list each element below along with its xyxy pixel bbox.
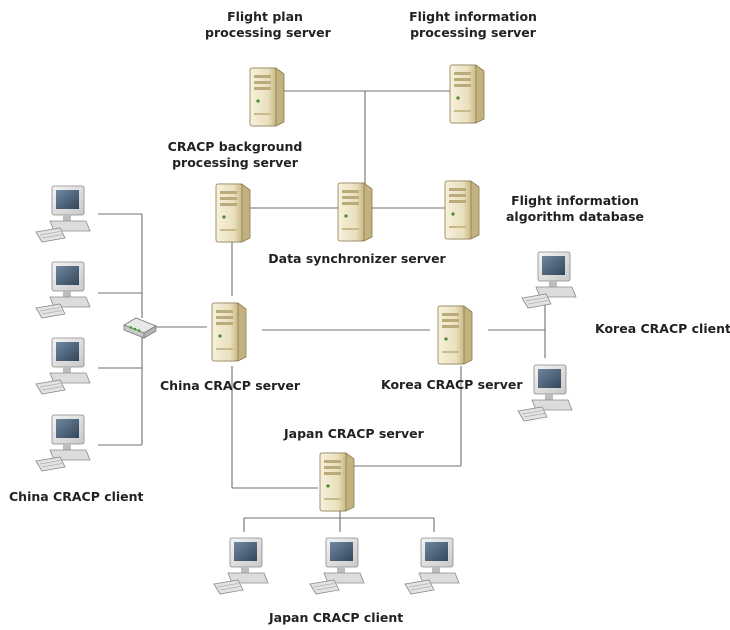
japan-server-label: Japan CRACP server xyxy=(284,426,424,441)
desktop-computer-icon xyxy=(309,537,365,595)
server-tower-icon xyxy=(337,182,373,242)
desktop-computer-icon xyxy=(35,414,91,472)
server-tower-icon xyxy=(319,452,355,512)
network-hub-icon xyxy=(123,317,157,339)
server-tower-icon xyxy=(215,183,251,243)
desktop-computer-icon xyxy=(404,537,460,595)
algorithm-database-label-line-1: Flight information xyxy=(511,193,639,208)
desktop-computer-icon xyxy=(35,261,91,319)
desktop-computer-icon xyxy=(213,537,269,595)
algorithm-database-label: Flight information algorithm database xyxy=(500,193,650,225)
server-tower-icon xyxy=(437,305,473,365)
flight-info-server-label-line-1: Flight information xyxy=(409,9,537,24)
server-tower-icon xyxy=(211,302,247,362)
korea-client-label: Korea CRACP client xyxy=(595,321,730,336)
algorithm-database-label-line-2: algorithm database xyxy=(505,209,645,224)
server-tower-icon xyxy=(444,180,480,240)
desktop-computer-icon xyxy=(521,251,577,309)
connection-lines xyxy=(98,90,546,532)
desktop-computer-icon xyxy=(35,337,91,395)
background-server-label-line-1: CRACP background xyxy=(167,139,303,154)
background-server-label-line-2: processing server xyxy=(172,155,298,170)
flight-plan-server-label-line-1: Flight plan xyxy=(227,9,303,24)
flight-plan-server-label-line-2: processing server xyxy=(205,25,331,40)
flight-plan-server-label: Flight plan processing server xyxy=(205,9,331,41)
desktop-computer-icon xyxy=(35,185,91,243)
china-client-label: China CRACP client xyxy=(9,489,144,504)
japan-client-label: Japan CRACP client xyxy=(269,610,404,625)
flight-info-server-label-line-2: processing server xyxy=(410,25,536,40)
china-server-label: China CRACP server xyxy=(160,378,301,393)
server-tower-icon xyxy=(449,64,485,124)
data-synchronizer-server-label: Data synchronizer server xyxy=(268,251,446,266)
background-server-label: CRACP background processing server xyxy=(165,139,305,171)
desktop-computer-icon xyxy=(517,364,573,422)
server-tower-icon xyxy=(249,67,285,127)
korea-server-label: Korea CRACP server xyxy=(381,377,523,392)
flight-info-server-label: Flight information processing server xyxy=(398,9,548,41)
